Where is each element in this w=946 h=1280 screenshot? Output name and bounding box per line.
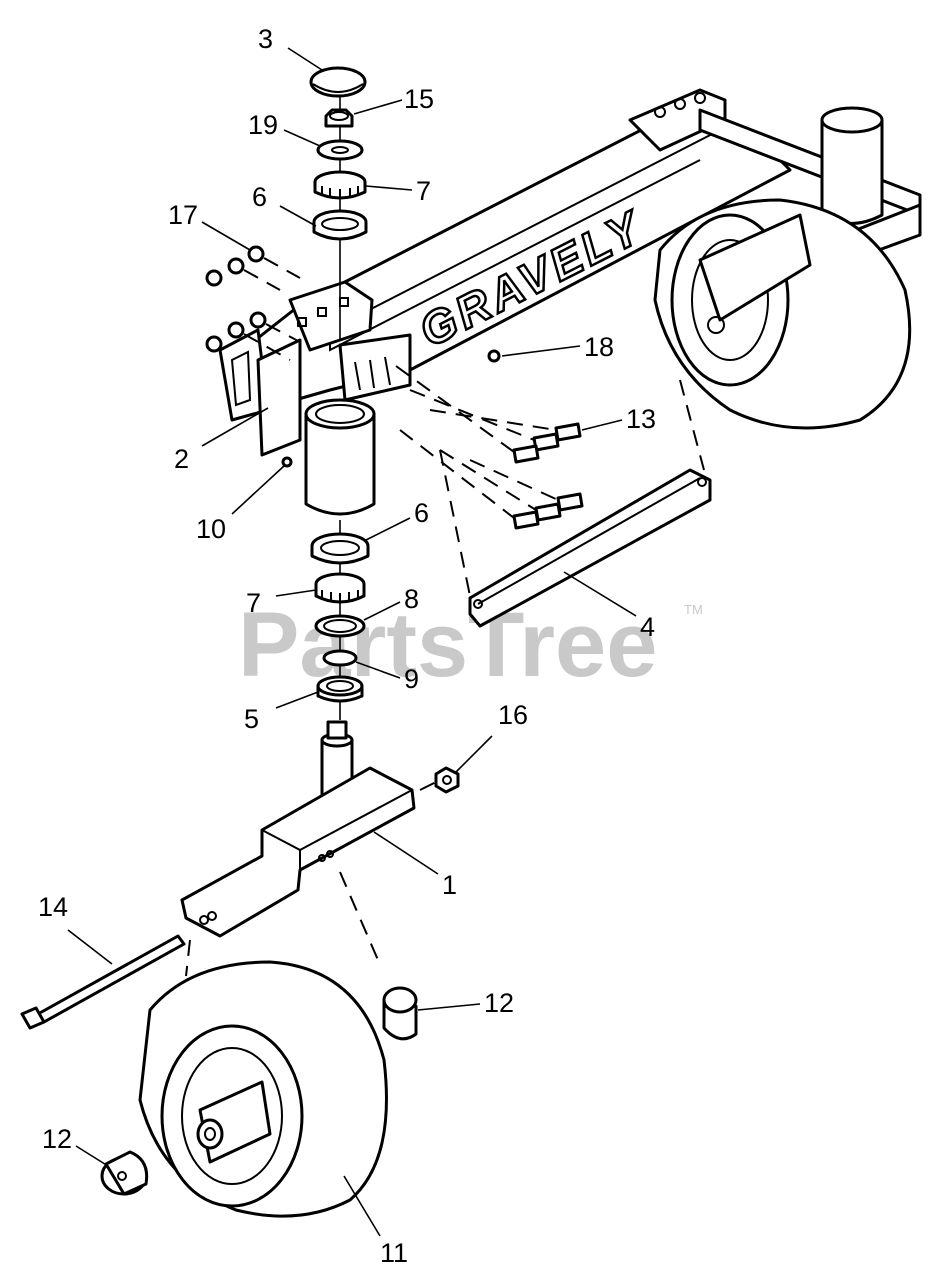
spindle-tube[interactable] [281,398,376,516]
bearing-cone-7-top[interactable] [313,170,367,200]
seal-8[interactable] [314,614,366,638]
bearing-5[interactable] [316,675,364,703]
lock-nut-15[interactable] [324,108,354,128]
caster-fork[interactable] [180,720,416,938]
callout-5: 5 [244,704,259,734]
callout-18: 18 [584,332,614,362]
callout-13: 13 [626,404,656,434]
callout-3: 3 [258,24,273,54]
callout-14: 14 [38,892,68,922]
washer-19[interactable] [316,139,364,161]
rear-wheel[interactable] [653,198,912,430]
bearing-cone-7-bottom[interactable] [314,572,366,604]
callout-9: 9 [404,664,419,694]
callout-7-top: 7 [416,176,431,206]
bearing-cup-6-top[interactable] [312,209,368,241]
callout-1: 1 [442,870,457,900]
cover-plate[interactable] [439,379,712,628]
callout-17: 17 [168,200,198,230]
callout-19: 19 [248,110,278,140]
nut-16[interactable] [419,766,460,794]
spacer-12-left[interactable] [100,1150,149,1196]
callout-6-top: 6 [252,182,267,212]
callout-16: 16 [498,700,528,730]
dust-cap[interactable] [309,66,367,98]
callout-4: 4 [640,612,655,642]
front-wheel[interactable] [138,871,388,1218]
grease-fitting-18[interactable] [487,349,501,363]
callout-12-right: 12 [484,988,514,1018]
watermark-text: PartsTree [238,594,657,696]
callout-2: 2 [174,444,189,474]
bolts-13-group[interactable] [395,365,584,530]
watermark-trademark: TM [684,602,703,617]
bearing-cup-6-bottom[interactable] [310,532,370,565]
callout-7-bottom: 7 [246,588,261,618]
callout-10: 10 [196,514,226,544]
snap-ring-9[interactable] [322,649,358,667]
axle-bolt[interactable] [20,934,186,1030]
nuts-17-group[interactable] [205,245,301,361]
callout-8: 8 [404,584,419,614]
callout-6-bottom: 6 [414,498,429,528]
callout-15: 15 [404,84,434,114]
spacer-12-right[interactable] [382,986,418,1041]
callout-12-left: 12 [42,1124,72,1154]
callout-11: 11 [380,1238,408,1268]
